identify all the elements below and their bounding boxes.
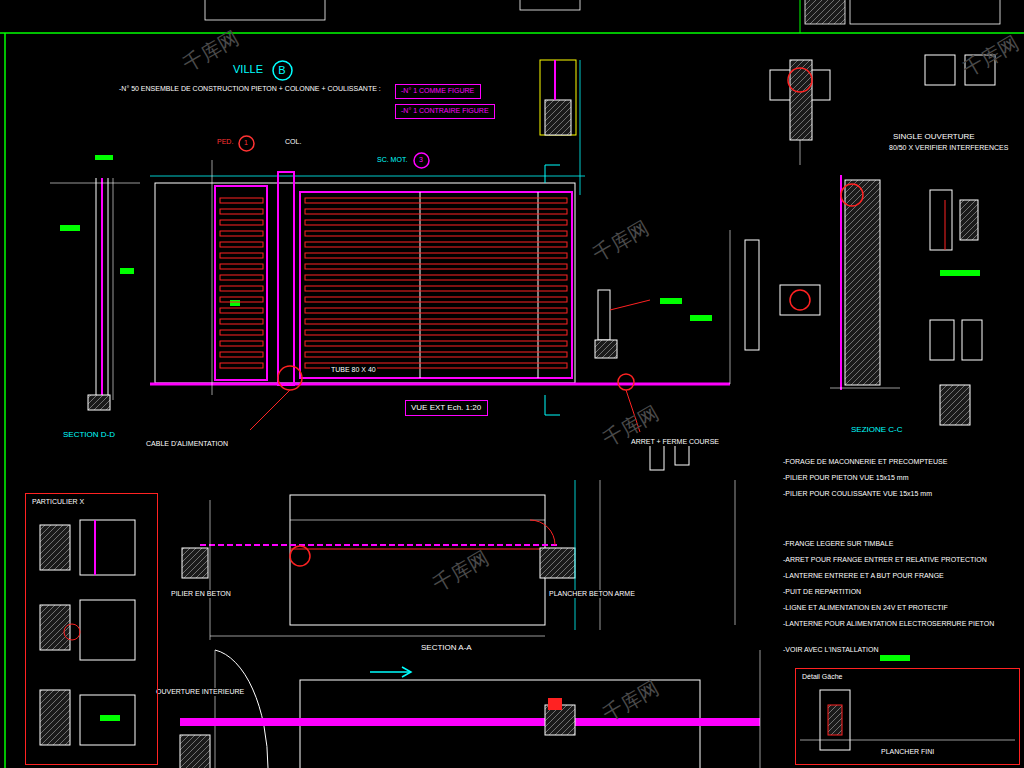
note-label: -N° 50 ENSEMBLE DE CONSTRUCTION PIETON +… — [118, 85, 382, 93]
slat — [220, 275, 263, 280]
note-label: SC. MOT. — [376, 156, 408, 164]
node-text: -N° 1 COMME FIGURE — [401, 87, 475, 95]
slat — [305, 220, 567, 225]
slat — [220, 319, 263, 324]
slat — [305, 286, 567, 291]
watermark: 千库网 — [428, 546, 493, 597]
slat — [305, 352, 567, 357]
slat — [305, 297, 567, 302]
note-box: -N° 1 CONTRAIRE FIGURE — [395, 104, 495, 119]
slat — [305, 319, 567, 324]
note-label: SECTION A-A — [420, 643, 473, 652]
watermark: 千库网 — [958, 31, 1023, 82]
slat — [220, 352, 263, 357]
slat — [220, 330, 263, 335]
note-label: -VOIR AVEC L'INSTALLATION — [782, 646, 879, 654]
slat — [220, 286, 263, 291]
note-label: -ARRET POUR FRANGE ENTRER ET RELATIVE PR… — [782, 556, 988, 564]
note-label: PLANCHER BETON ARME — [548, 590, 636, 598]
note-label: PLANCHER FINI — [880, 748, 935, 756]
slat — [305, 209, 567, 214]
slat — [220, 308, 263, 313]
note-label: -LANTERNE POUR ALIMENTATION ELECTROSERRU… — [782, 620, 995, 628]
note-label: SINGLE OUVERTURE — [892, 132, 976, 141]
note-label: -LANTERNE ENTRERE ET A BUT POUR FRANGE — [782, 572, 945, 580]
slat — [220, 341, 263, 346]
slat — [305, 264, 567, 269]
slat — [305, 198, 567, 203]
node-text: 3 — [419, 156, 423, 164]
node-text: PARTICULIER X — [32, 498, 151, 506]
slat — [220, 231, 263, 236]
slat — [220, 253, 263, 258]
slat — [305, 308, 567, 313]
reference-circle: B — [272, 60, 293, 81]
note-label: COL. — [284, 138, 302, 146]
note-label: SECTION D-D — [62, 430, 116, 439]
slat — [305, 341, 567, 346]
note-label: SEZIONE C-C — [850, 425, 904, 434]
slat — [220, 363, 263, 368]
callout-circle: 3 — [413, 152, 430, 169]
note-label: -PILIER POUR COULISSANTE VUE 15x15 mm — [782, 490, 933, 498]
note-label: PILIER EN BETON — [170, 590, 232, 598]
callout-circle: 1 — [238, 135, 255, 152]
slat — [220, 198, 263, 203]
slat — [305, 330, 567, 335]
slat — [220, 220, 263, 225]
note-label: PED. — [216, 138, 234, 146]
gate-slats — [220, 198, 567, 368]
slat — [220, 297, 263, 302]
slat — [220, 242, 263, 247]
note-label: OUVERTURE INTERIEURE — [155, 688, 245, 696]
note-label: TUBE 80 X 40 — [330, 366, 377, 374]
note-label: ARRET + FERME COURSE — [630, 438, 720, 446]
note-label: -LIGNE ET ALIMENTATION EN 24V ET PROTECT… — [782, 604, 949, 612]
detail-panel: Détail Gâche — [795, 668, 1020, 765]
note-label: VILLE — [232, 63, 264, 76]
circle-outline — [273, 61, 292, 80]
note-label: -FRANGE LEGERE SUR TIMBALE — [782, 540, 894, 548]
detail-panel: PARTICULIER X — [25, 493, 158, 765]
watermark: 千库网 — [588, 216, 653, 267]
circle-outline — [414, 153, 429, 168]
slat — [305, 253, 567, 258]
node-text: -N° 1 CONTRAIRE FIGURE — [401, 107, 489, 115]
note-label: -PILIER POUR PIETON VUE 15x15 mm — [782, 474, 910, 482]
slat — [220, 264, 263, 269]
node-text: B — [278, 64, 285, 77]
node-text: Détail Gâche — [802, 673, 1013, 681]
node-text: 1 — [244, 139, 248, 147]
slat — [305, 231, 567, 236]
slat — [220, 209, 263, 214]
note-label: -FORAGE DE MACONNERIE ET PRECOMPTEUSE — [782, 458, 948, 466]
note-label: 80/50 X VERIFIER INTERFERENCES — [888, 144, 1009, 152]
circle-outline — [239, 136, 254, 151]
note-label: -PUIT DE REPARTITION — [782, 588, 862, 596]
node-text: VUE EXT Ech. 1:20 — [411, 403, 482, 412]
slat — [305, 275, 567, 280]
view-title-box: VUE EXT Ech. 1:20 — [405, 400, 488, 416]
note-box: -N° 1 COMME FIGURE — [395, 84, 481, 99]
note-label: CABLE D'ALIMENTATION — [145, 440, 229, 448]
slat — [305, 242, 567, 247]
